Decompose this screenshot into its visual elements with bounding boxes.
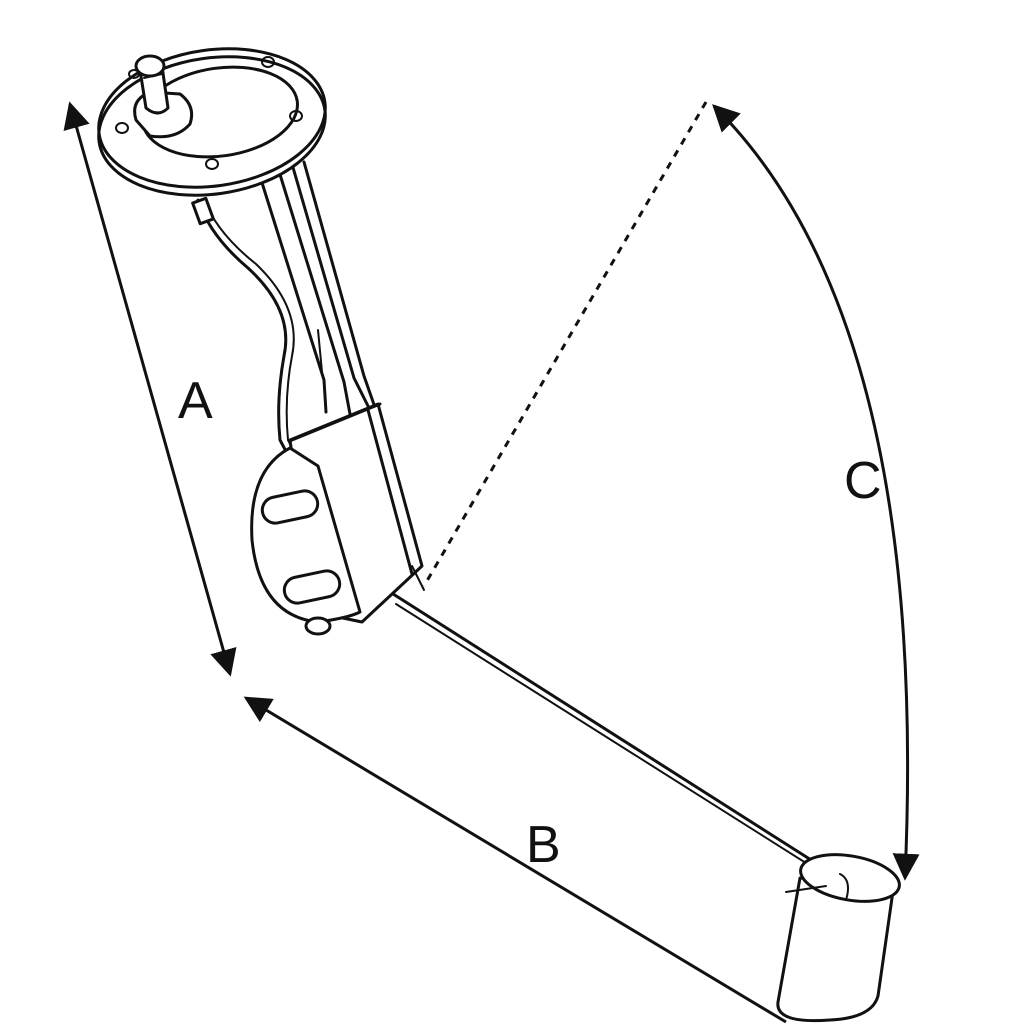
labels: A B C (178, 372, 882, 874)
dimension-b (243, 696, 787, 1024)
float-arm (388, 590, 837, 883)
label-b: B (526, 816, 561, 874)
reference-dashed-line (422, 101, 708, 587)
sender-housing (250, 402, 425, 636)
label-a: A (178, 372, 213, 430)
terminal-post (133, 54, 194, 139)
dimension-a (63, 101, 237, 677)
dimension-c-arc (712, 104, 920, 881)
float (776, 853, 901, 1023)
support-tubes (256, 160, 380, 420)
label-c: C (844, 452, 882, 510)
